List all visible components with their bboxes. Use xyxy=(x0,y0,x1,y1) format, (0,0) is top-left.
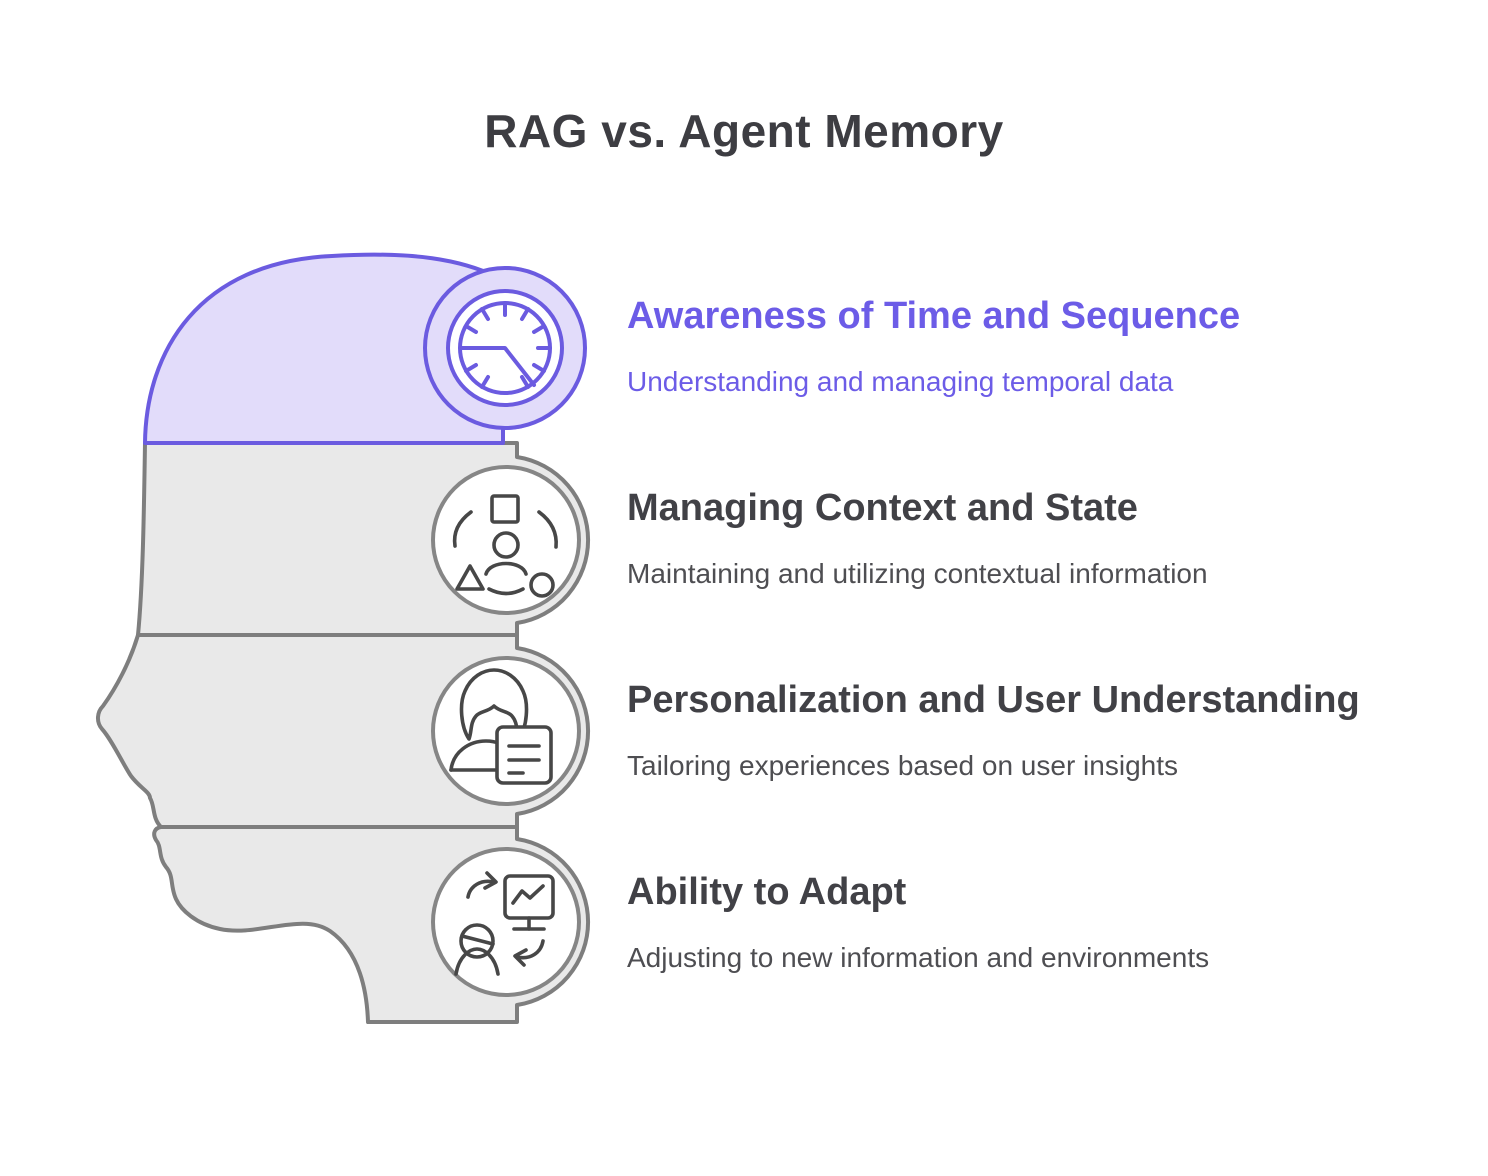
gauge-clock-icon xyxy=(458,301,552,395)
user-adapt-arrows-icon xyxy=(454,871,555,976)
user-document-icon xyxy=(449,668,553,785)
section-time: Awareness of Time and Sequence Understan… xyxy=(627,293,1417,399)
head-segment-adapt xyxy=(152,825,591,1024)
section-time-title: Awareness of Time and Sequence xyxy=(627,295,1241,337)
section-context-title: Managing Context and State xyxy=(627,487,1138,529)
section-adapt-title: Ability to Adapt xyxy=(627,871,907,913)
section-time-subtitle: Understanding and managing temporal data xyxy=(627,366,1174,397)
head-segment-personalization xyxy=(96,633,591,829)
section-personalization: Personalization and User Understanding T… xyxy=(627,677,1417,783)
section-context: Managing Context and State Maintaining a… xyxy=(627,485,1417,591)
head-segment-time xyxy=(143,252,587,445)
user-shapes-icon xyxy=(452,494,558,598)
section-personalization-subtitle: Tailoring experiences based on user insi… xyxy=(627,750,1178,781)
head-segment-context xyxy=(136,441,591,637)
section-adapt-subtitle: Adjusting to new information and environ… xyxy=(627,942,1210,973)
section-personalization-title: Personalization and User Understanding xyxy=(627,679,1360,721)
section-adapt: Ability to Adapt Adjusting to new inform… xyxy=(627,869,1417,975)
section-context-subtitle: Maintaining and utilizing contextual inf… xyxy=(627,558,1208,589)
page-title: RAG vs. Agent Memory xyxy=(484,105,1004,157)
